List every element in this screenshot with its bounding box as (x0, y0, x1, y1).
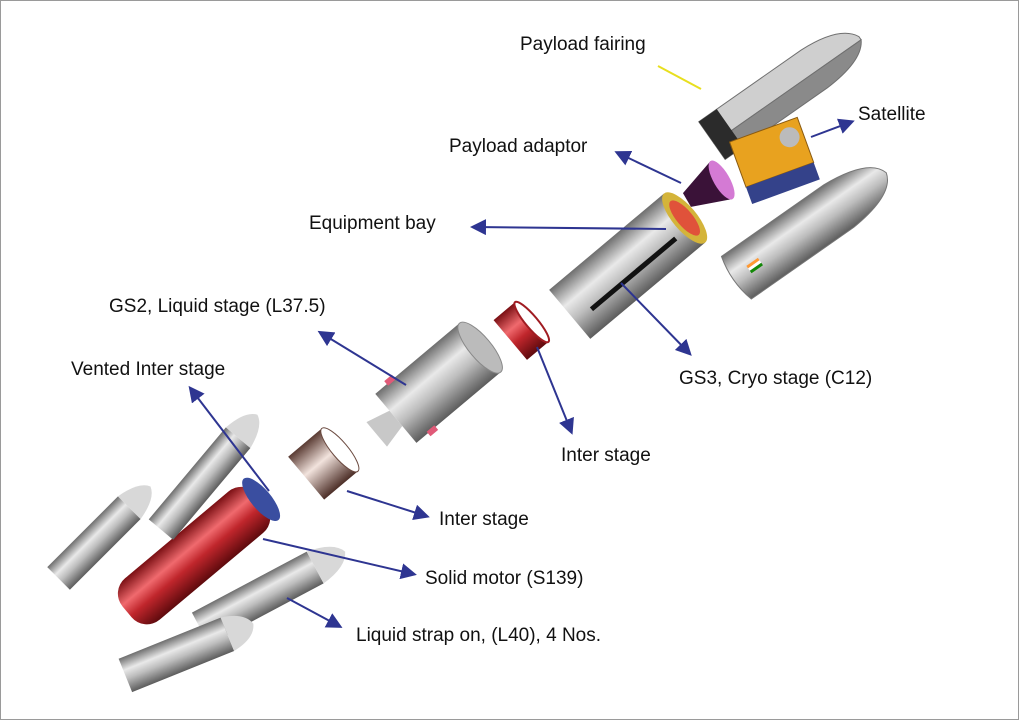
arrow-equipment-bay (470, 219, 667, 236)
label-vented-inter-stage: Vented Inter stage (71, 359, 226, 380)
label-solid-motor: Solid motor (S139) (425, 568, 584, 589)
gs3-cryo-stage (549, 192, 708, 339)
strap-on-4 (118, 615, 254, 693)
arrow-vented-inter-stage (188, 385, 270, 492)
arrow-payload-adaptor (614, 150, 682, 184)
label-equipment-bay: Equipment bay (309, 213, 436, 234)
payload-adaptor (682, 160, 735, 207)
strap-on-2 (47, 485, 152, 590)
arrow-solid-motor (262, 538, 417, 580)
label-payload-adaptor: Payload adaptor (449, 136, 588, 157)
label-payload-fairing: Payload fairing (520, 34, 646, 55)
label-gs2: GS2, Liquid stage (L37.5) (109, 296, 326, 317)
arrow-satellite (810, 118, 855, 138)
label-inter-stage-upper: Inter stage (561, 445, 651, 466)
label-satellite: Satellite (858, 104, 926, 125)
arrow-gs2 (317, 330, 407, 386)
arrow-gs3 (620, 282, 692, 356)
payload-fairing-lower (720, 167, 888, 300)
leader-payload-fairing (657, 65, 702, 90)
arrow-inter-stage-upper (536, 346, 574, 435)
arrow-liquid-strap-on (286, 597, 343, 628)
inter-stage-lower (288, 427, 360, 500)
label-inter-stage-lower: Inter stage (439, 509, 529, 530)
arrow-inter-stage-lower (346, 490, 430, 521)
solid-motor-s139 (117, 477, 281, 625)
inter-stage-ring-upper (493, 300, 551, 360)
strap-on-1 (148, 414, 260, 540)
satellite (728, 116, 820, 205)
label-liquid-strap-on: Liquid strap on, (L40), 4 Nos. (356, 625, 602, 646)
gs2-liquid-stage (366, 321, 503, 447)
label-gs3: GS3, Cryo stage (C12) (679, 368, 873, 389)
